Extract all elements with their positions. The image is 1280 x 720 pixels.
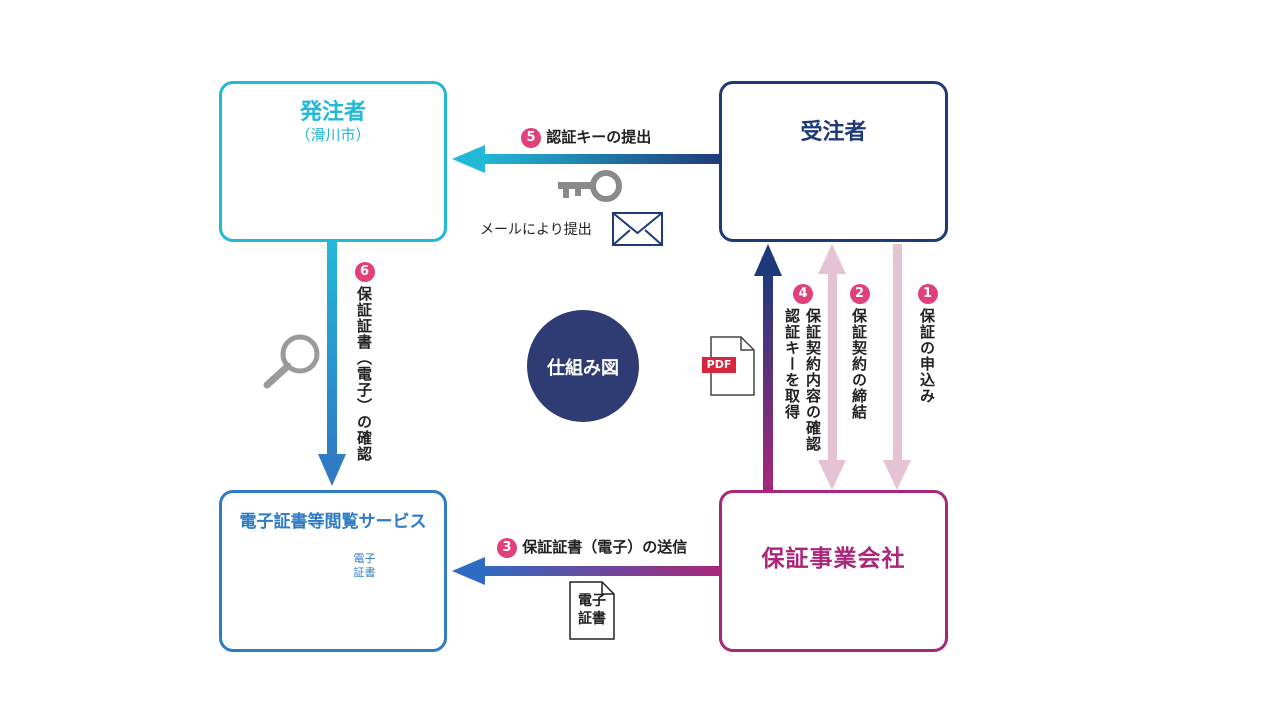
step-2-text: 保証契約の締結 <box>850 308 868 420</box>
step-4-badge: 4 <box>793 284 813 304</box>
arrow-step-5 <box>452 145 720 173</box>
viewer-title: 電子証書等閲覧サービス <box>239 512 427 532</box>
step-2-badge: 2 <box>849 284 870 304</box>
viewer-doc-label: 電子 証書 <box>345 552 384 580</box>
step-3-text: 保証証書（電子）の送信 <box>522 538 688 556</box>
contractor-box: 受注者 <box>719 81 948 242</box>
step-2-label: 2 保証契約の締結 <box>849 284 870 420</box>
pdf-label: PDF <box>706 358 732 371</box>
step-4-text-line1: 保証契約内容の確認 <box>804 308 822 452</box>
orderer-subtitle: （滑川市） <box>295 126 371 144</box>
magnifier-icon <box>263 334 320 389</box>
key-icon <box>558 170 622 202</box>
step-1-text: 保証の申込み <box>918 308 936 404</box>
step-3-label: 3 保証証書（電子）の送信 <box>497 536 687 558</box>
contractor-title: 受注者 <box>800 120 867 145</box>
viewer-doc-line1: 電子 <box>353 552 376 565</box>
viewer-box: 電子証書等閲覧サービス <box>219 490 447 652</box>
e-document-line1: 電子 <box>578 593 606 609</box>
e-document-icon <box>569 581 615 640</box>
viewer-doc-line2: 証書 <box>353 566 376 579</box>
envelope-icon <box>612 212 663 246</box>
step-5-label: 5 認証キーの提出 <box>521 126 651 148</box>
guarantor-title: 保証事業会社 <box>761 546 906 572</box>
pdf-file-icon <box>702 336 755 396</box>
step-3-badge: 3 <box>497 537 517 558</box>
arrow-step-4 <box>754 244 782 492</box>
arrow-step-6 <box>318 242 346 486</box>
step-6-label: 6 保証証書（電子）の確認 <box>354 262 375 462</box>
mail-label: メールにより提出 <box>480 222 592 238</box>
center-label: 仕組み図 <box>547 358 619 379</box>
orderer-box: 発注者 （滑川市） <box>219 81 447 242</box>
e-document-label: 電子 証書 <box>570 592 614 628</box>
step-6-text: 保証証書（電子）の確認 <box>355 286 373 462</box>
step-4-text-line2: 認証キーを取得 <box>783 308 801 420</box>
arrow-step-3 <box>452 557 720 585</box>
step-5-text: 認証キーの提出 <box>546 128 652 146</box>
arrow-step-2 <box>818 244 846 490</box>
step-5-badge: 5 <box>521 127 541 148</box>
e-document-line2: 証書 <box>578 611 606 627</box>
step-6-badge: 6 <box>354 262 375 282</box>
step-1-badge: 1 <box>917 284 938 304</box>
orderer-title: 発注者 <box>299 100 366 125</box>
step-4-label: 4 保証契約内容の確認 認証キーを取得 <box>782 284 824 452</box>
step-1-label: 1 保証の申込み <box>917 284 938 404</box>
guarantor-box: 保証事業会社 <box>719 490 948 652</box>
arrow-step-1 <box>883 244 911 490</box>
center-circle <box>527 310 639 422</box>
